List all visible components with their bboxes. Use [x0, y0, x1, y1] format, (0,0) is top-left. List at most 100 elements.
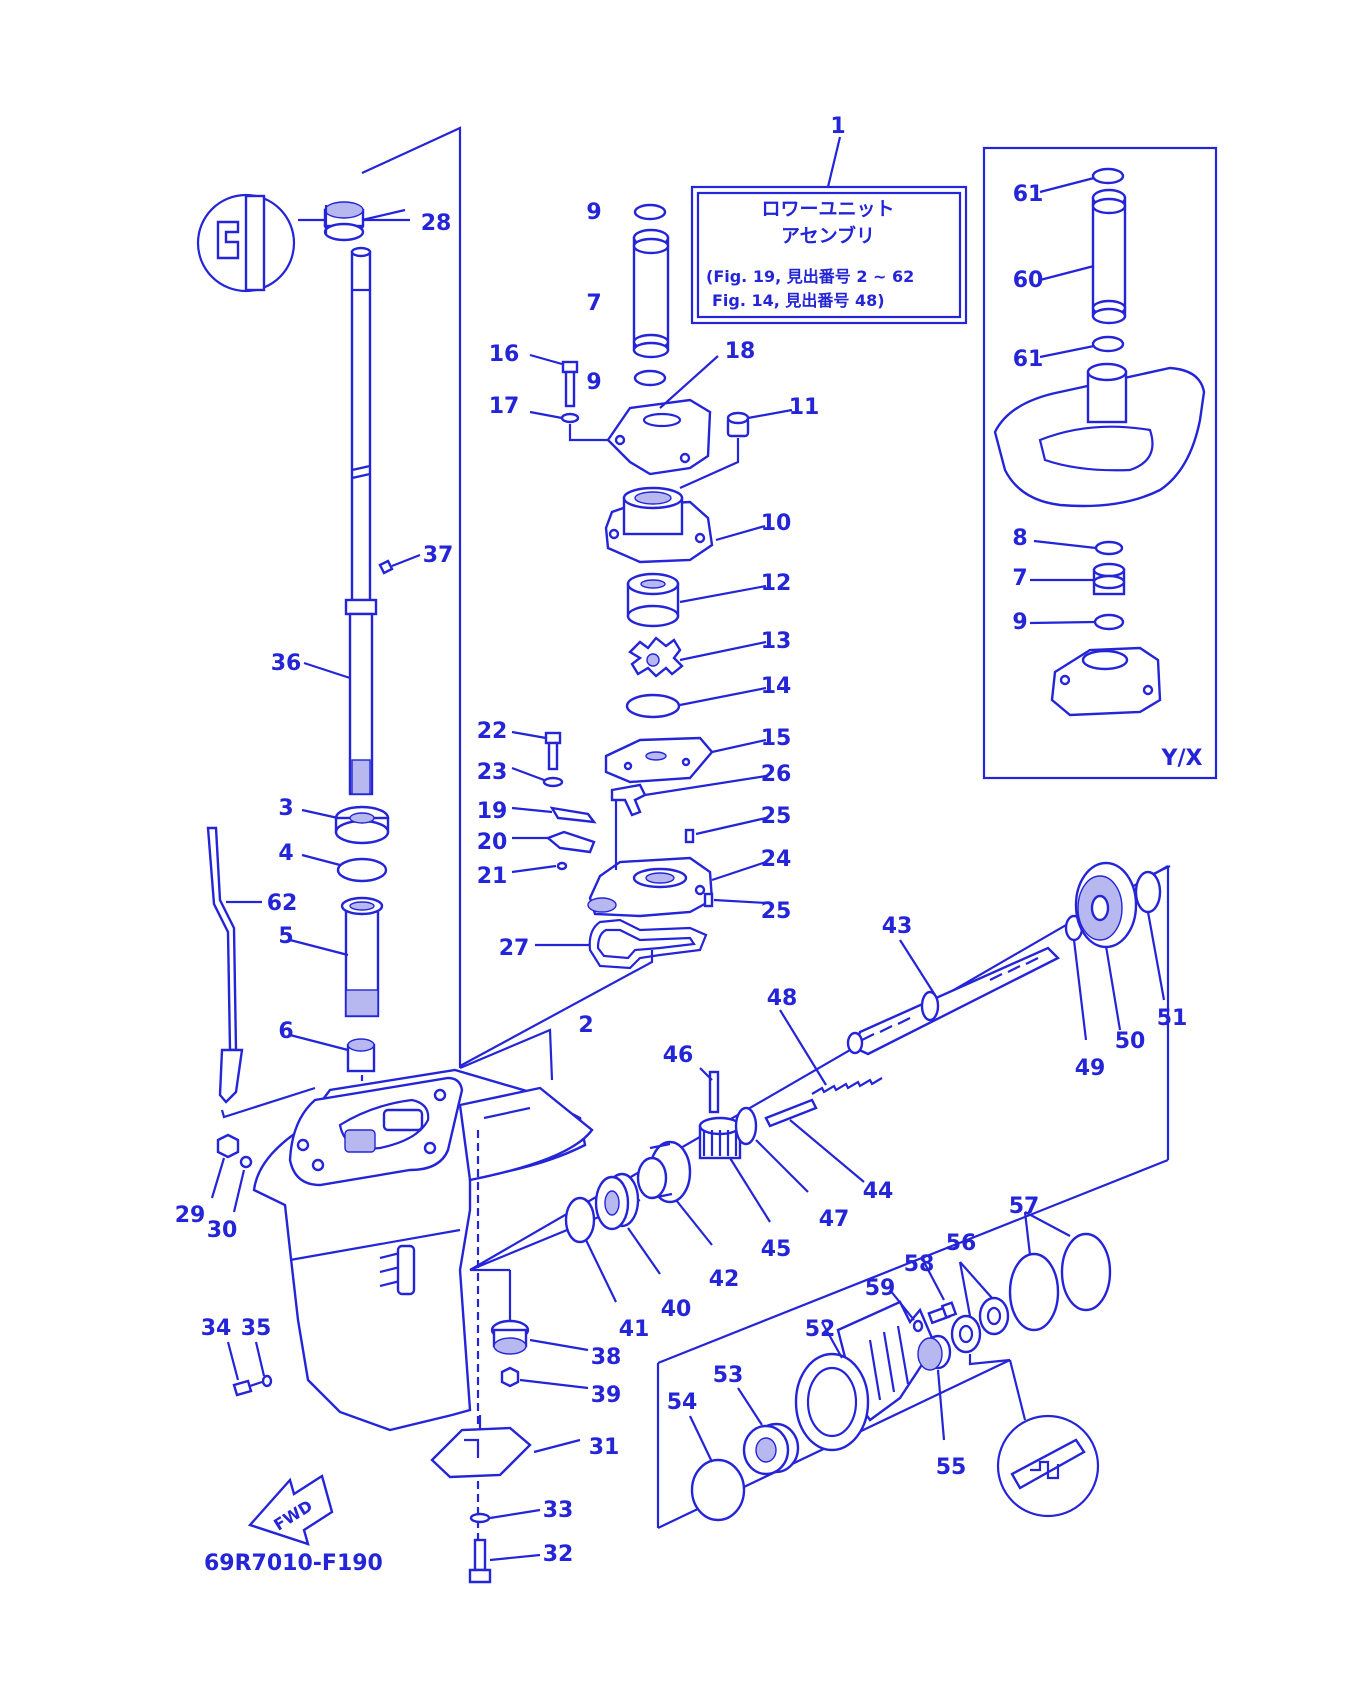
- part-9-oring-inset: [1093, 613, 1125, 631]
- part-44-plunger: [764, 1098, 818, 1128]
- part-43-prop-shaft: [846, 946, 1061, 1056]
- callout-6: 6: [278, 1019, 293, 1044]
- part-10-housing: [604, 486, 714, 564]
- callout-31: 31: [589, 1435, 620, 1460]
- part-21-pin: [556, 861, 568, 871]
- part-13-impeller: [628, 636, 684, 678]
- part-50-reverse-gear: [1074, 861, 1138, 949]
- callout-9: 9: [586, 200, 601, 225]
- detail-circle-lip: [996, 1414, 1100, 1518]
- figure-code: 69R7010-F190: [204, 1551, 383, 1576]
- callout-13: 13: [761, 629, 792, 654]
- part-7-collar: [1092, 562, 1126, 596]
- part-41-shim: [564, 1196, 596, 1244]
- callout-59: 59: [865, 1276, 896, 1301]
- part-24-base: [587, 856, 714, 918]
- callout-27: 27: [499, 936, 530, 961]
- callout-28: 28: [421, 211, 452, 236]
- part-45-dog-clutch: [698, 1116, 742, 1160]
- part-47-washer: [734, 1106, 758, 1146]
- callout-7-2: 7: [1012, 566, 1027, 591]
- callout-38: 38: [591, 1345, 622, 1370]
- part-12-insert: [626, 572, 680, 628]
- variant-inset: Y/X: [982, 146, 1218, 780]
- callout-23: 23: [477, 760, 508, 785]
- callout-43: 43: [882, 914, 913, 939]
- part-17-washer: [560, 412, 580, 424]
- part-23-washer: [542, 776, 564, 788]
- callout-7: 7: [586, 291, 601, 316]
- assembly-ref-line1: (Fig. 19, 見出番号 2 ~ 62: [706, 267, 914, 286]
- callout-48: 48: [767, 986, 798, 1011]
- callout-60: 60: [1013, 268, 1044, 293]
- callout-61: 61: [1013, 182, 1044, 207]
- part-6-collar: [346, 1038, 376, 1073]
- part-30-washer: [239, 1155, 253, 1169]
- part-39-nut: [500, 1366, 520, 1388]
- callout-16: 16: [489, 342, 520, 367]
- part-31-anode: [430, 1415, 532, 1479]
- callout-25: 25: [761, 804, 792, 829]
- callout-3: 3: [278, 796, 293, 821]
- part-25-pin-upper: [684, 828, 695, 844]
- callout-21: 21: [477, 864, 508, 889]
- callout-30: 30: [207, 1218, 238, 1243]
- part-9-oring-lower: [633, 369, 667, 387]
- assembly-title-line1: ロワーユニット: [761, 198, 894, 220]
- callout-10: 10: [761, 511, 792, 536]
- callout-51: 51: [1157, 1006, 1188, 1031]
- callout-32: 32: [543, 1542, 574, 1567]
- callout-41: 41: [619, 1317, 650, 1342]
- part-11-grommet: [726, 411, 750, 438]
- callout-25-2: 25: [761, 899, 792, 924]
- part-61-oring-lower: [1091, 335, 1125, 353]
- callout-33: 33: [543, 1498, 574, 1523]
- part-7-pipe: [632, 228, 670, 359]
- callout-26: 26: [761, 762, 792, 787]
- part-16-bolt: [561, 360, 579, 408]
- part-58-bolt: [927, 1301, 958, 1325]
- part-57-oring-a: [1008, 1252, 1060, 1332]
- callout-57: 57: [1009, 1194, 1040, 1219]
- callout-19: 19: [477, 799, 508, 824]
- callout-53: 53: [713, 1363, 744, 1388]
- part-37-pin: [378, 559, 394, 575]
- part-29-bolt: [216, 1133, 240, 1159]
- part-51-shim: [1134, 870, 1162, 914]
- callout-40: 40: [661, 1297, 692, 1322]
- pump-housing-inset: [1050, 646, 1162, 717]
- part-19-plate: [549, 806, 597, 824]
- callout-14: 14: [761, 674, 792, 699]
- part-4-ring: [336, 857, 388, 883]
- part-14-oring: [625, 693, 681, 719]
- part-20-plate: [545, 830, 596, 854]
- part-56-oil-seals: [950, 1296, 1010, 1354]
- assembly-box: 1 ロワーユニット アセンブリ (Fig. 19, 見出番号 2 ~ 62 Fi…: [690, 114, 968, 325]
- callout-1: 1: [830, 114, 845, 139]
- part-40-bearing: [594, 1172, 640, 1231]
- part-48-spring: [811, 1077, 883, 1095]
- part-52-bearing-housing: [794, 1300, 937, 1452]
- callout-47: 47: [819, 1207, 850, 1232]
- callout-62: 62: [267, 891, 298, 916]
- callout-55: 55: [936, 1455, 967, 1480]
- part-60-pipe: [1091, 188, 1127, 325]
- callout-52: 52: [805, 1317, 836, 1342]
- part-62-shift-rod: [206, 826, 316, 1119]
- variant-label: Y/X: [1161, 746, 1203, 771]
- upper-casing: [993, 362, 1206, 508]
- callout-12: 12: [761, 571, 792, 596]
- assembly-ref-line2: Fig. 14, 見出番号 48): [712, 291, 885, 310]
- callout-39: 39: [591, 1383, 622, 1408]
- callout-20: 20: [477, 830, 508, 855]
- part-3-bearing: [334, 805, 390, 845]
- callout-45: 45: [761, 1237, 792, 1262]
- detail-circle-seal: [196, 193, 296, 293]
- lower-casing: [252, 1068, 594, 1580]
- part-5-sleeve: [340, 896, 384, 1018]
- callout-17: 17: [489, 394, 520, 419]
- part-57-oring-b: [1060, 1232, 1112, 1312]
- part-33-washer: [469, 1512, 491, 1524]
